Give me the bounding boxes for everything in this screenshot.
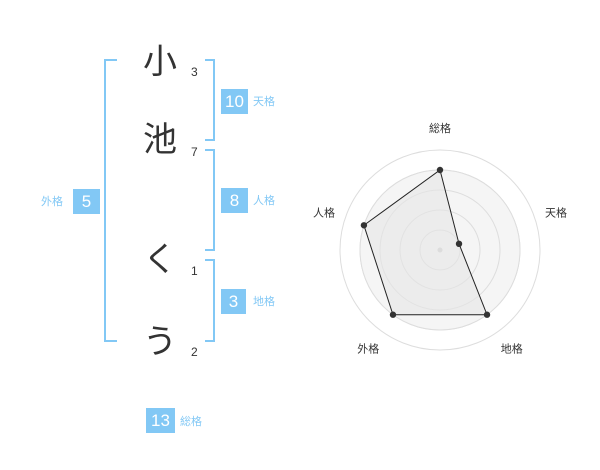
chikaku-label: 地格 [253, 295, 275, 308]
radar-point-3 [483, 311, 491, 318]
name-char-3: く [143, 240, 177, 280]
radar-axis-label-4: 外格 [357, 342, 379, 356]
name-char-1: 小 [143, 42, 177, 82]
soukaku-label: 総格 [180, 415, 202, 428]
jinkaku-bracket [205, 149, 215, 251]
radar-ring [339, 149, 541, 351]
radar-axis-label-1: 総格 [429, 121, 451, 135]
radar-axis-label-3: 地格 [501, 342, 523, 356]
stroke-count-1: 3 [191, 65, 198, 79]
gaikaku-value-badge: 5 [73, 189, 100, 214]
radar-axis-label-2: 天格 [545, 205, 567, 219]
name-char-2: 池 [143, 120, 177, 160]
radar-polygon [363, 169, 488, 316]
tenkaku-label: 天格 [253, 95, 275, 108]
tenkaku-value-badge: 10 [221, 89, 248, 114]
chikaku-value-badge: 3 [221, 289, 246, 314]
gaikaku-bracket [104, 59, 117, 342]
gaikaku-label: 外格 [41, 195, 63, 208]
chikaku-bracket [205, 259, 215, 342]
radar-point-5 [360, 222, 368, 229]
radar-point-2 [455, 240, 463, 248]
name-char-4: う [143, 322, 177, 362]
stroke-count-2: 7 [191, 145, 198, 159]
jinkaku-value-badge: 8 [221, 188, 248, 213]
stroke-count-3: 1 [191, 264, 198, 278]
radar-point-1 [436, 166, 444, 174]
soukaku-value-badge: 13 [146, 408, 175, 433]
radar-axis-label-5: 人格 [313, 205, 335, 219]
jinkaku-label: 人格 [253, 194, 275, 207]
stroke-count-4: 2 [191, 345, 198, 359]
radar-point-4 [389, 311, 397, 318]
tenkaku-bracket [205, 59, 215, 141]
